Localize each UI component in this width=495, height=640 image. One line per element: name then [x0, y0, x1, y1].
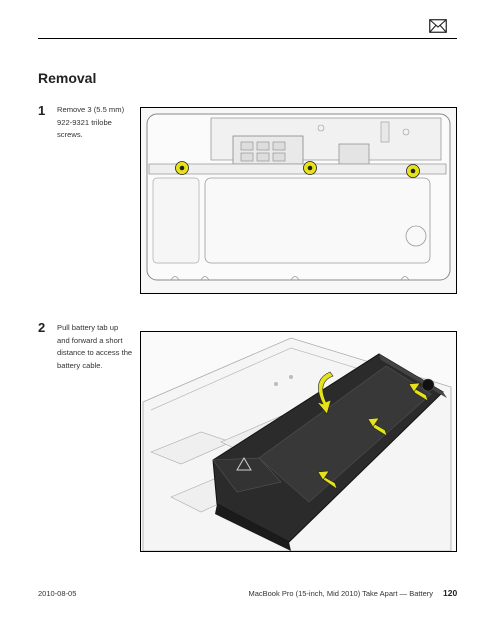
step-2-photo	[140, 331, 457, 552]
lift-arrow	[316, 371, 334, 415]
step-2-number: 2	[38, 320, 46, 335]
step-1-photo	[140, 107, 457, 294]
step-1-line: Remove 3 (5.5 mm)	[57, 105, 125, 114]
header-rule	[38, 38, 457, 39]
footer-date: 2010-08-05	[38, 589, 77, 598]
step-2-line: and forward a short	[57, 335, 123, 345]
step-1-line: 922-9321 trilobe	[57, 117, 112, 127]
step-1-number: 1	[38, 103, 46, 118]
step-2-line: battery cable.	[57, 360, 103, 370]
step-2-illustration	[141, 332, 456, 551]
step-2-text: Pull battery tab up and forward a short …	[57, 322, 137, 372]
step-2-line: distance to access the	[57, 348, 133, 357]
footer-doc-title: MacBook Pro (15-inch, Mid 2010) Take Apa…	[248, 589, 433, 598]
step-2-line: Pull battery tab up	[57, 323, 119, 332]
step-1-line: screws.	[57, 130, 83, 139]
envelope-icon[interactable]	[429, 19, 447, 33]
page-number: 120	[443, 588, 458, 598]
step-1-illustration	[141, 108, 456, 293]
step-1-text: Remove 3 (5.5 mm) 922-9321 trilobe screw…	[57, 104, 137, 142]
section-title: Removal	[38, 70, 97, 86]
